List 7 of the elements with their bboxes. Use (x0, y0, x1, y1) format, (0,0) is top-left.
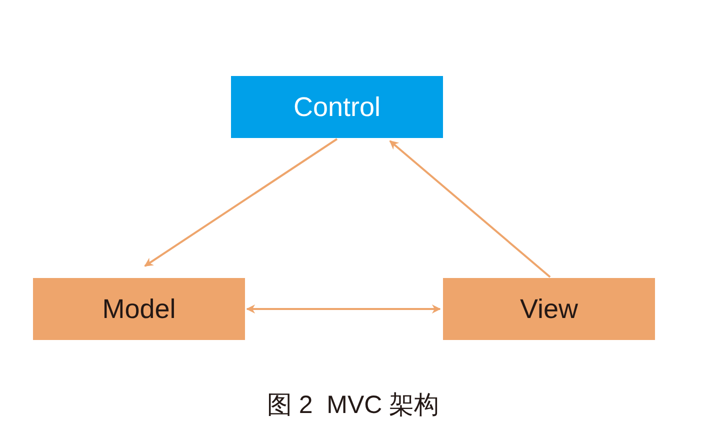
process-box: Control (231, 76, 443, 138)
figure-caption: 图 2 MVC 架构 (266, 390, 440, 421)
arrow (246, 304, 441, 314)
arrow (144, 138, 338, 267)
arrow (389, 140, 551, 278)
process-box: View (443, 278, 655, 340)
process-box: Model (33, 278, 245, 340)
